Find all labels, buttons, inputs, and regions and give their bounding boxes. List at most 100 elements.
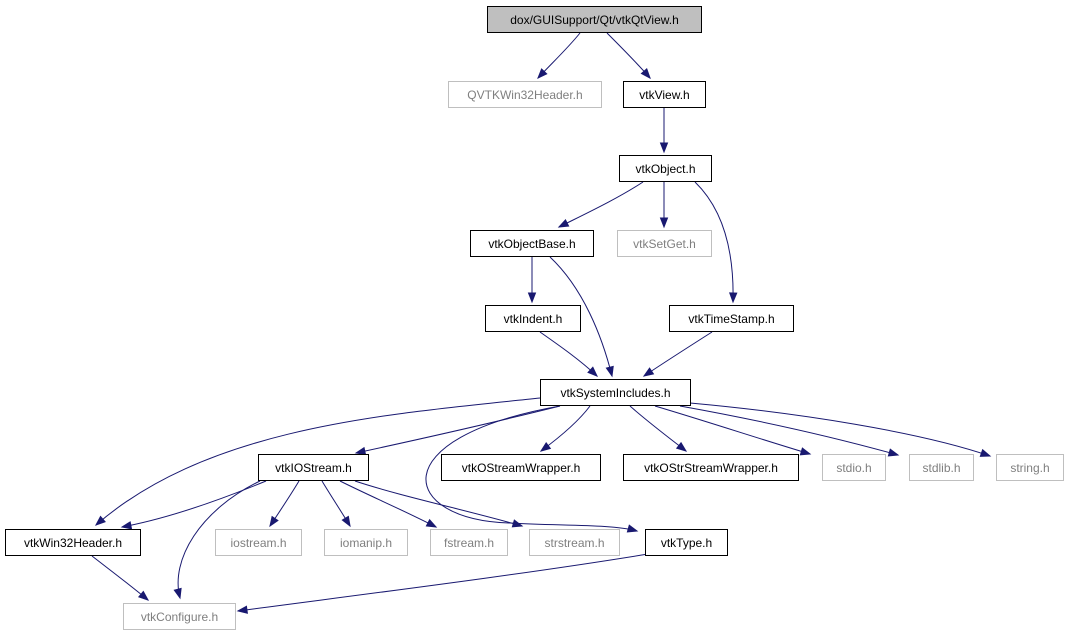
edge-vtkobjectbase-to-vtkindent [527, 257, 537, 304]
node-vtkobject[interactable]: vtkObject.h [619, 155, 712, 182]
node-box[interactable] [470, 230, 594, 257]
node-label[interactable]: vtkObjectBase.h [488, 237, 575, 251]
node-label[interactable]: vtkType.h [661, 536, 712, 550]
edge-vtktimestamp-to-vtksysinc [642, 331, 713, 377]
edge-vtksysinc-to-vtkwin32header [94, 397, 541, 526]
node-vtkostrstreamwrapper[interactable]: vtkOStrStreamWrapper.h [623, 454, 799, 481]
node-label[interactable]: vtkView.h [639, 88, 689, 102]
node-label: string.h [1010, 461, 1049, 475]
node-root[interactable]: dox/GUISupport/Qt/vtkQtView.h [487, 6, 702, 33]
edge-root-to-qvtkwin32 [537, 32, 581, 80]
edge-arrowhead [173, 587, 182, 600]
edge-line [540, 405, 591, 452]
edge-line [91, 555, 149, 601]
node-label: vtkConfigure.h [141, 610, 218, 624]
edge-vtkobject-to-vtkobjectbase [557, 181, 644, 228]
node-box[interactable] [540, 379, 691, 406]
node-label[interactable]: vtkObject.h [635, 162, 695, 176]
node-box[interactable] [623, 454, 799, 481]
node-label[interactable]: vtkIOStream.h [275, 461, 352, 475]
edges-layer [91, 32, 992, 614]
node-label[interactable]: vtkOStrStreamWrapper.h [644, 461, 778, 475]
edge-vtkiostream-to-iostream [269, 480, 300, 528]
node-iostream: iostream.h [215, 529, 302, 556]
node-box[interactable] [669, 305, 794, 332]
edge-line [355, 405, 561, 454]
node-box [822, 454, 886, 481]
node-qvtkwin32: QVTKWin32Header.h [448, 81, 602, 108]
node-vtkobjectbase[interactable]: vtkObjectBase.h [470, 230, 594, 257]
edge-vtksysinc-to-vtkiostream [354, 405, 561, 456]
edge-line [177, 480, 261, 599]
node-vtktimestamp[interactable]: vtkTimeStamp.h [669, 305, 794, 332]
edge-vtktype-to-vtkconfigure [236, 553, 649, 614]
edge-vtksysinc-to-vtktype [425, 405, 639, 533]
node-box[interactable] [623, 81, 706, 108]
node-vtktype[interactable]: vtkType.h [645, 529, 728, 556]
node-box[interactable] [258, 454, 369, 481]
edge-vtkview-to-vtkobject [659, 108, 669, 154]
node-vtkview[interactable]: vtkView.h [623, 81, 706, 108]
edge-arrowhead [887, 448, 900, 457]
edge-vtkiostream-to-fstream [339, 480, 438, 528]
edge-arrowhead [587, 366, 599, 377]
node-box[interactable] [485, 305, 581, 332]
node-label: stdio.h [836, 461, 871, 475]
edge-vtkobjectbase-to-vtksysinc [549, 256, 614, 378]
edge-line [654, 405, 811, 455]
node-label[interactable]: vtkOStreamWrapper.h [462, 461, 581, 475]
edge-line [549, 256, 613, 377]
node-box [996, 454, 1064, 481]
edge-line [121, 480, 267, 528]
node-box[interactable] [441, 454, 601, 481]
node-label: QVTKWin32Header.h [467, 88, 582, 102]
node-box [123, 603, 236, 630]
edge-arrowhead [354, 446, 367, 456]
edge-line [539, 331, 598, 377]
edge-vtkobject-to-vtksetget [659, 182, 669, 229]
edge-arrowhead [511, 519, 524, 528]
edge-vtksysinc-to-vtkostrstreamwrapper [629, 405, 688, 452]
node-box[interactable] [645, 529, 728, 556]
node-label[interactable]: vtkIndent.h [504, 312, 563, 326]
edge-vtksysinc-to-vtkostreamwrapper [539, 405, 591, 452]
node-iomanip: iomanip.h [324, 529, 408, 556]
edge-arrowhead [94, 515, 106, 526]
node-box[interactable] [487, 6, 702, 33]
node-label[interactable]: vtkWin32Header.h [24, 536, 122, 550]
edge-vtkiostream-to-strstream [354, 480, 524, 528]
node-vtksysinc[interactable]: vtkSystemIncludes.h [540, 379, 691, 406]
node-label[interactable]: dox/GUISupport/Qt/vtkQtView.h [510, 13, 679, 27]
node-vtkiostream[interactable]: vtkIOStream.h [258, 454, 369, 481]
node-vtkostreamwrapper[interactable]: vtkOStreamWrapper.h [441, 454, 601, 481]
edge-arrowhead [425, 518, 438, 528]
node-label[interactable]: vtkSystemIncludes.h [560, 386, 670, 400]
node-label[interactable]: vtkTimeStamp.h [688, 312, 774, 326]
edge-vtkobject-to-vtktimestamp [694, 181, 738, 304]
edge-line [679, 405, 899, 456]
node-box[interactable] [5, 529, 141, 556]
edge-vtksysinc-to-stdlib [679, 405, 900, 457]
node-vtkwin32header[interactable]: vtkWin32Header.h [5, 529, 141, 556]
edge-line [339, 480, 437, 528]
node-box [215, 529, 302, 556]
node-box [448, 81, 602, 108]
node-stdio: stdio.h [822, 454, 886, 481]
edge-vtkwin32header-to-vtkconfigure [91, 555, 150, 601]
edge-arrowhead [675, 441, 688, 452]
edge-arrowhead [659, 217, 669, 229]
edge-arrowhead [537, 68, 548, 80]
edge-line [354, 480, 523, 527]
node-vtkindent[interactable]: vtkIndent.h [485, 305, 581, 332]
node-box[interactable] [619, 155, 712, 182]
node-box [324, 529, 408, 556]
edge-vtkindent-to-vtksysinc [539, 331, 599, 377]
edge-vtksysinc-to-string [689, 402, 992, 457]
node-strstream: strstream.h [529, 529, 620, 556]
edge-arrowhead [236, 605, 248, 614]
edge-vtkiostream-to-iomanip [321, 480, 351, 528]
edge-arrowhead [269, 515, 279, 528]
edge-arrowhead [120, 521, 133, 530]
edge-arrowhead [626, 524, 639, 533]
edge-arrowhead [137, 590, 150, 601]
